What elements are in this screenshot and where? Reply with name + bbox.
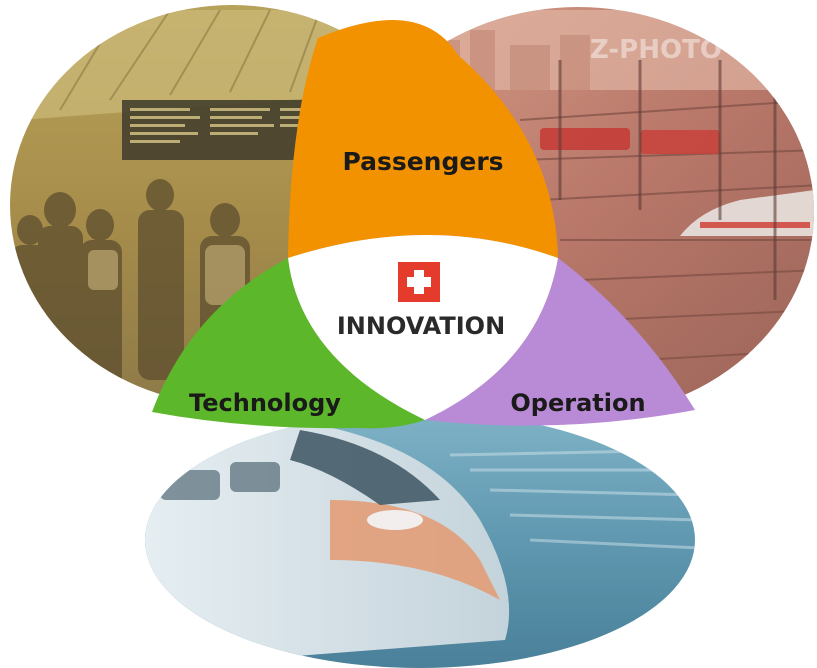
technology-label: Technology [189, 389, 341, 417]
innovation-center [288, 235, 558, 420]
passengers-label: Passengers [342, 147, 503, 176]
watermark-text: Z-PHOTO [590, 35, 722, 65]
swiss-flag-icon [398, 262, 440, 302]
operation-label: Operation [510, 389, 645, 417]
innovation-label: INNOVATION [337, 312, 505, 340]
technology-petal [152, 258, 425, 429]
technology-photo-circle [145, 412, 695, 668]
operation-petal [425, 258, 695, 426]
passengers-petal [288, 20, 558, 259]
